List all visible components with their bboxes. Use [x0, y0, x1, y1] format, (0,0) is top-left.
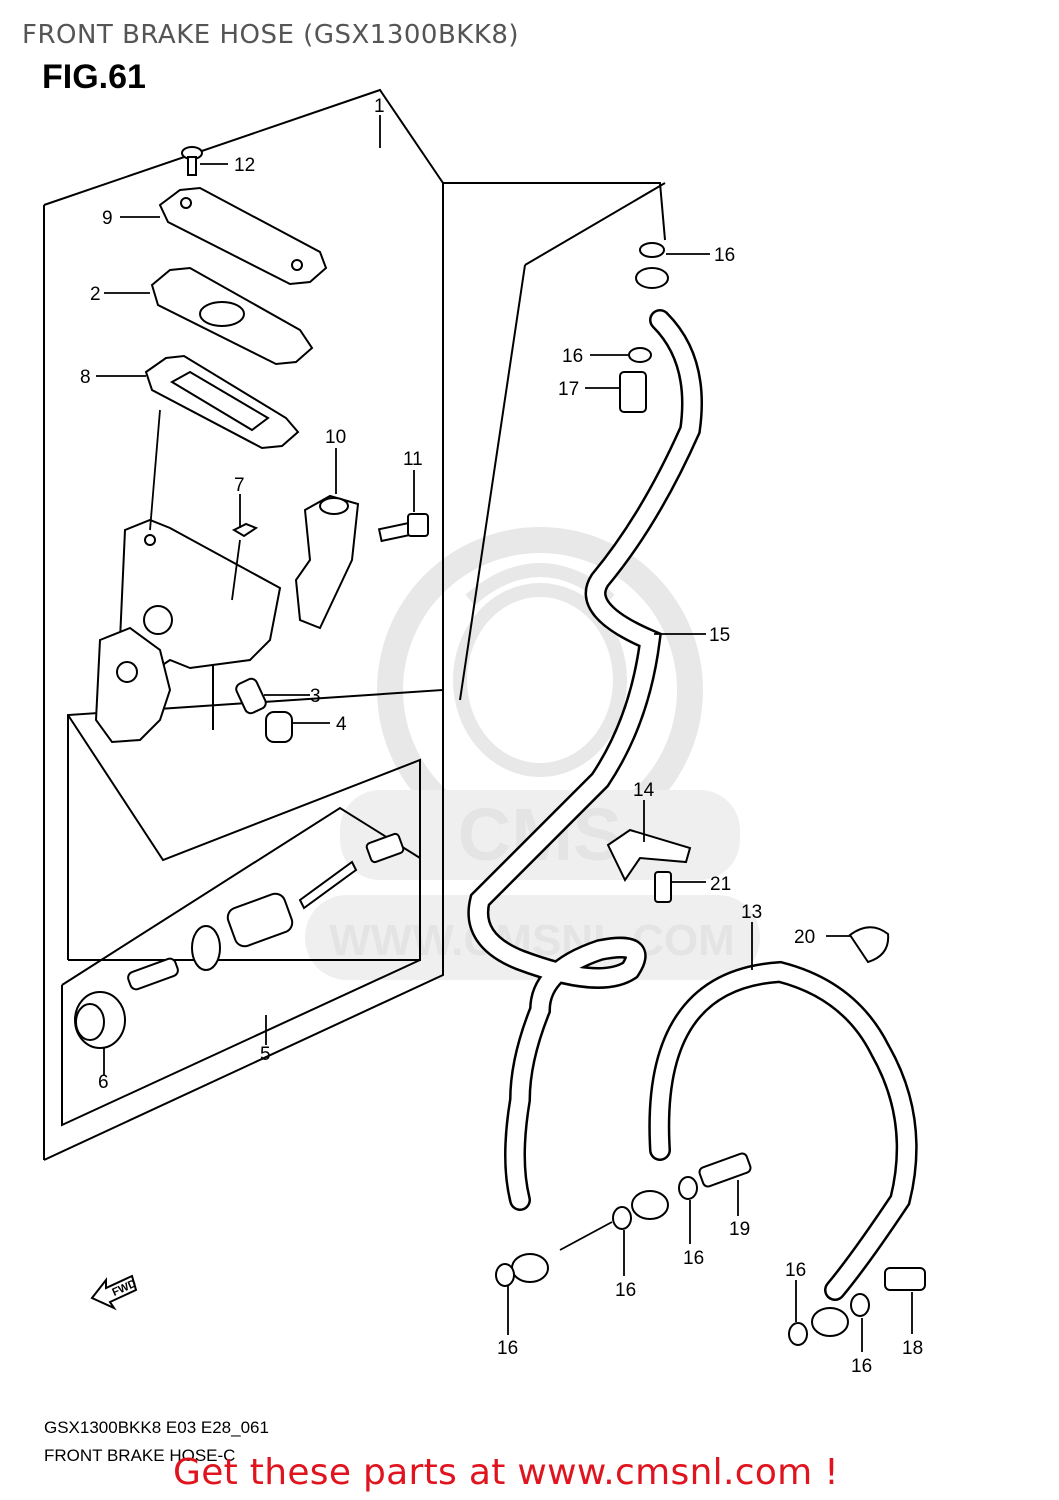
diaphragm-part-8	[144, 354, 300, 450]
callout-10: 10	[325, 427, 346, 448]
callout-16-b: 16	[562, 346, 583, 367]
piston-kit-part-5	[127, 832, 405, 991]
callout-14: 14	[633, 780, 655, 801]
hose-fittings	[495, 242, 926, 1346]
nut-part-7	[231, 522, 259, 538]
cap-plate-part-2	[150, 266, 314, 366]
cap-part-4	[265, 711, 293, 743]
callout-20: 20	[794, 927, 815, 948]
callout-1: 1	[374, 96, 385, 117]
callout-17: 17	[558, 379, 579, 400]
callout-16-a: 16	[714, 245, 735, 266]
screw-part-12	[181, 146, 203, 176]
page-title: FRONT BRAKE HOSE (GSX1300BKK8)	[22, 20, 520, 50]
model-code: GSX1300BKK8 E03 E28_061	[44, 1418, 269, 1437]
callout-15: 15	[709, 625, 730, 646]
callout-12: 12	[234, 155, 255, 176]
callout-2: 2	[90, 284, 101, 305]
callout-9: 9	[102, 208, 113, 229]
callout-7: 7	[234, 475, 245, 496]
promo-link[interactable]: Get these parts at www.cmsnl.com !	[173, 1452, 839, 1493]
cup-part-6	[74, 991, 126, 1049]
callout-5: 5	[260, 1044, 271, 1065]
callout-16-e: 16	[683, 1248, 704, 1269]
callout-19: 19	[729, 1219, 750, 1240]
callout-18: 18	[902, 1338, 923, 1359]
holder-part-10	[294, 494, 360, 630]
callout-16-f: 16	[785, 1260, 806, 1281]
hose-group-outline	[443, 182, 666, 701]
bolt-part-11	[377, 513, 429, 543]
callout-13: 13	[741, 902, 762, 923]
callout-labels: 1 2 3 4 5 6 7 8 9 10 11 12 13 14 15 16 1…	[80, 96, 923, 1377]
callout-6: 6	[98, 1072, 109, 1093]
leader-lines	[96, 115, 913, 1352]
callout-16-g: 16	[851, 1356, 872, 1377]
callout-16-d: 16	[615, 1280, 636, 1301]
master-cylinder-body	[94, 518, 282, 744]
callout-4: 4	[336, 714, 347, 735]
forward-direction-arrow: FWD	[90, 1274, 138, 1311]
diagram-caption: FRONT BRAKE HOSE-C	[44, 1446, 236, 1465]
reservoir-cap-part-9	[158, 186, 328, 286]
figure-number: FIG.61	[42, 58, 146, 96]
brake-hose-part-15	[467, 309, 703, 1211]
callout-16-c: 16	[497, 1338, 518, 1359]
brake-hose-part-13	[648, 960, 918, 1301]
watermark: CMS WWW.CMSNL.COM	[305, 527, 760, 980]
callout-11: 11	[403, 449, 423, 470]
callout-3: 3	[310, 686, 321, 707]
callout-21: 21	[710, 874, 731, 895]
bleeder-part-3	[235, 677, 267, 715]
callout-8: 8	[80, 367, 91, 388]
